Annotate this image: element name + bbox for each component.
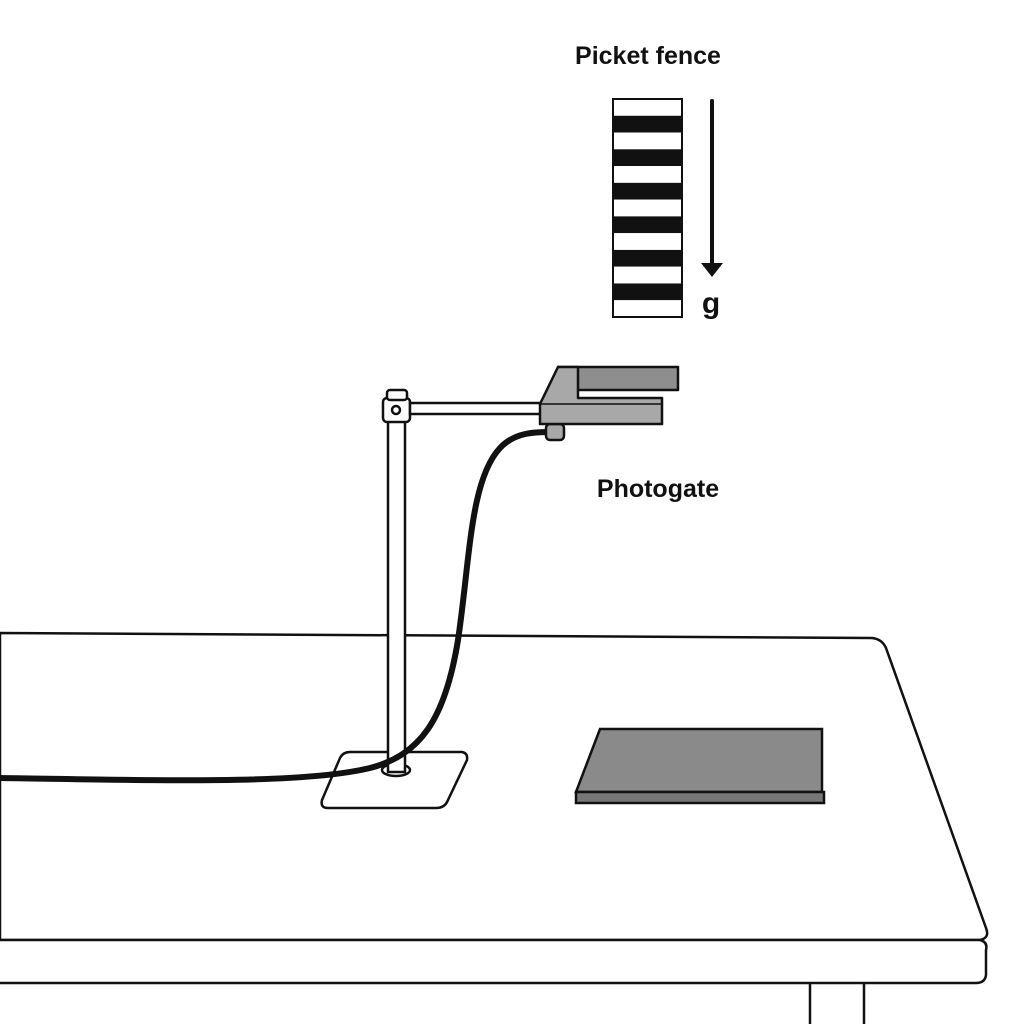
photogate-cable — [0, 429, 555, 784]
table-edge — [0, 938, 988, 985]
landing-pad — [574, 727, 826, 805]
photogate-label: Photogate — [597, 475, 719, 503]
fence-light-band — [613, 300, 682, 317]
picket-fence — [613, 99, 682, 317]
picket-fence-label: Picket fence — [575, 42, 721, 70]
fence-light-band — [613, 233, 682, 250]
table-leg — [808, 983, 866, 1024]
photogate — [538, 365, 680, 442]
fence-light-band — [613, 199, 682, 217]
fence-dark-band — [613, 283, 682, 301]
gravity-label: g — [702, 287, 720, 320]
fence-dark-band — [613, 115, 682, 133]
stand-rod — [386, 408, 407, 774]
fence-dark-band — [613, 149, 682, 167]
table-top — [0, 631, 989, 942]
fence-light-band — [613, 99, 682, 116]
fence-light-band — [613, 166, 682, 183]
fence-dark-band — [613, 182, 682, 200]
fence-light-band — [613, 132, 682, 150]
fence-dark-band — [613, 249, 682, 267]
picket-fence-outline — [612, 98, 683, 318]
horizontal-arm — [408, 401, 547, 416]
stand-base — [320, 750, 469, 810]
stand — [320, 388, 547, 810]
gravity-arrow-icon — [701, 99, 723, 277]
fence-dark-band — [613, 216, 682, 234]
fence-light-band — [613, 266, 682, 284]
table — [0, 631, 989, 1024]
